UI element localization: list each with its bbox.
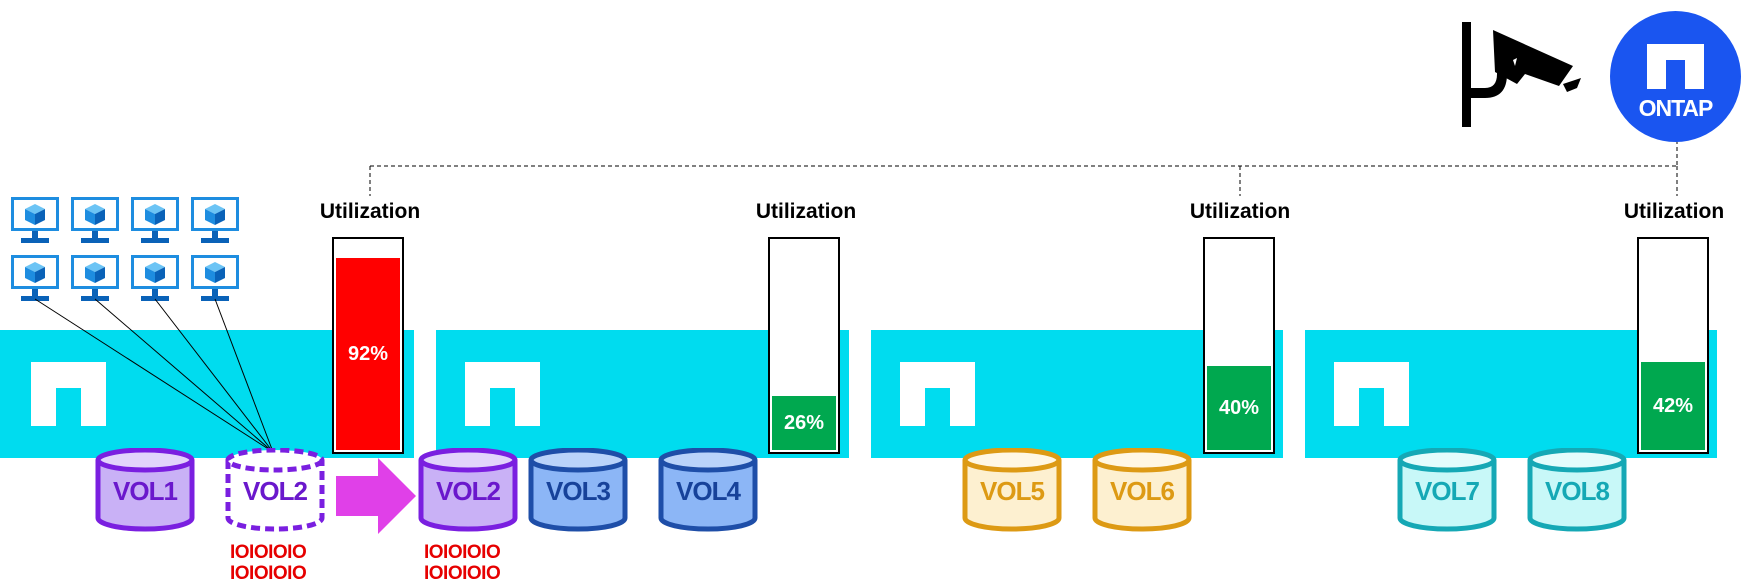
- virtual-machine-icon: [71, 197, 119, 243]
- utilization-gauge: 42%: [1637, 237, 1709, 454]
- utilization-label: Utilization: [319, 200, 421, 223]
- volume-vol7[interactable]: VOL7: [1397, 448, 1497, 532]
- virtual-machine-icon: [191, 255, 239, 301]
- utilization-fill: [1641, 362, 1705, 450]
- netapp-logo-icon: [31, 362, 106, 426]
- virtual-machine-icon: [131, 197, 179, 243]
- utilization-value: 92%: [347, 343, 389, 365]
- utilization-gauge: 92%: [332, 237, 404, 454]
- volume-label: VOL7: [1415, 476, 1480, 506]
- volume-vol1[interactable]: VOL1: [95, 448, 195, 532]
- volume-vol3[interactable]: VOL3: [528, 448, 628, 532]
- utilization-value: 26%: [783, 412, 825, 434]
- volume-label: VOL3: [546, 476, 611, 506]
- binary-data-target: IOIOIOIO IOIOIOIO: [424, 542, 501, 584]
- binary-line: IOIOIOIO: [230, 542, 307, 563]
- volume-vol6[interactable]: VOL6: [1092, 448, 1192, 532]
- utilization-label: Utilization: [755, 200, 857, 223]
- netapp-logo-icon: [1647, 44, 1704, 89]
- utilization-fill: [772, 396, 836, 450]
- virtual-machine-icon: [131, 255, 179, 301]
- volume-label: VOL6: [1110, 476, 1175, 506]
- volume-label: VOL2: [436, 476, 501, 506]
- binary-line: IOIOIOIO: [424, 542, 501, 563]
- virtual-machine-icon: [11, 255, 59, 301]
- virtual-machine-icon: [11, 197, 59, 243]
- volume-vol5[interactable]: VOL5: [962, 448, 1062, 532]
- utilization-value: 40%: [1218, 397, 1260, 419]
- volume-vol2-target[interactable]: VOL2: [418, 448, 518, 532]
- binary-line: IOIOIOIO: [424, 563, 501, 584]
- utilization-gauge: 26%: [768, 237, 840, 454]
- binary-data-source: IOIOIOIO IOIOIOIO: [230, 542, 307, 584]
- volume-label: VOL8: [1545, 476, 1610, 506]
- virtual-machine-icon: [71, 255, 119, 301]
- volume-vol8[interactable]: VOL8: [1527, 448, 1627, 532]
- volume-label: VOL5: [980, 476, 1045, 506]
- volume-label: VOL4: [676, 476, 741, 506]
- migrate-arrow-icon: [336, 458, 416, 534]
- utilization-fill: [1207, 366, 1271, 450]
- utilization-gauge: 40%: [1203, 237, 1275, 454]
- virtual-machine-icon: [191, 197, 239, 243]
- volume-vol4[interactable]: VOL4: [658, 448, 758, 532]
- netapp-logo-icon: [1334, 362, 1409, 426]
- utilization-label: Utilization: [1623, 200, 1725, 223]
- volume-label: VOL1: [113, 476, 178, 506]
- netapp-logo-icon: [900, 362, 975, 426]
- netapp-logo-icon: [465, 362, 540, 426]
- utilization-value: 42%: [1652, 395, 1694, 417]
- volume-label: VOL2: [243, 476, 308, 506]
- utilization-label: Utilization: [1189, 200, 1291, 223]
- ontap-logo: ONTAP: [1610, 11, 1741, 142]
- binary-line: IOIOIOIO: [230, 563, 307, 584]
- surveillance-camera-icon: [1462, 22, 1581, 127]
- utilization-fill: [336, 258, 400, 450]
- volume-vol2-source[interactable]: VOL2: [225, 448, 325, 532]
- ontap-logo-text: ONTAP: [1638, 95, 1714, 121]
